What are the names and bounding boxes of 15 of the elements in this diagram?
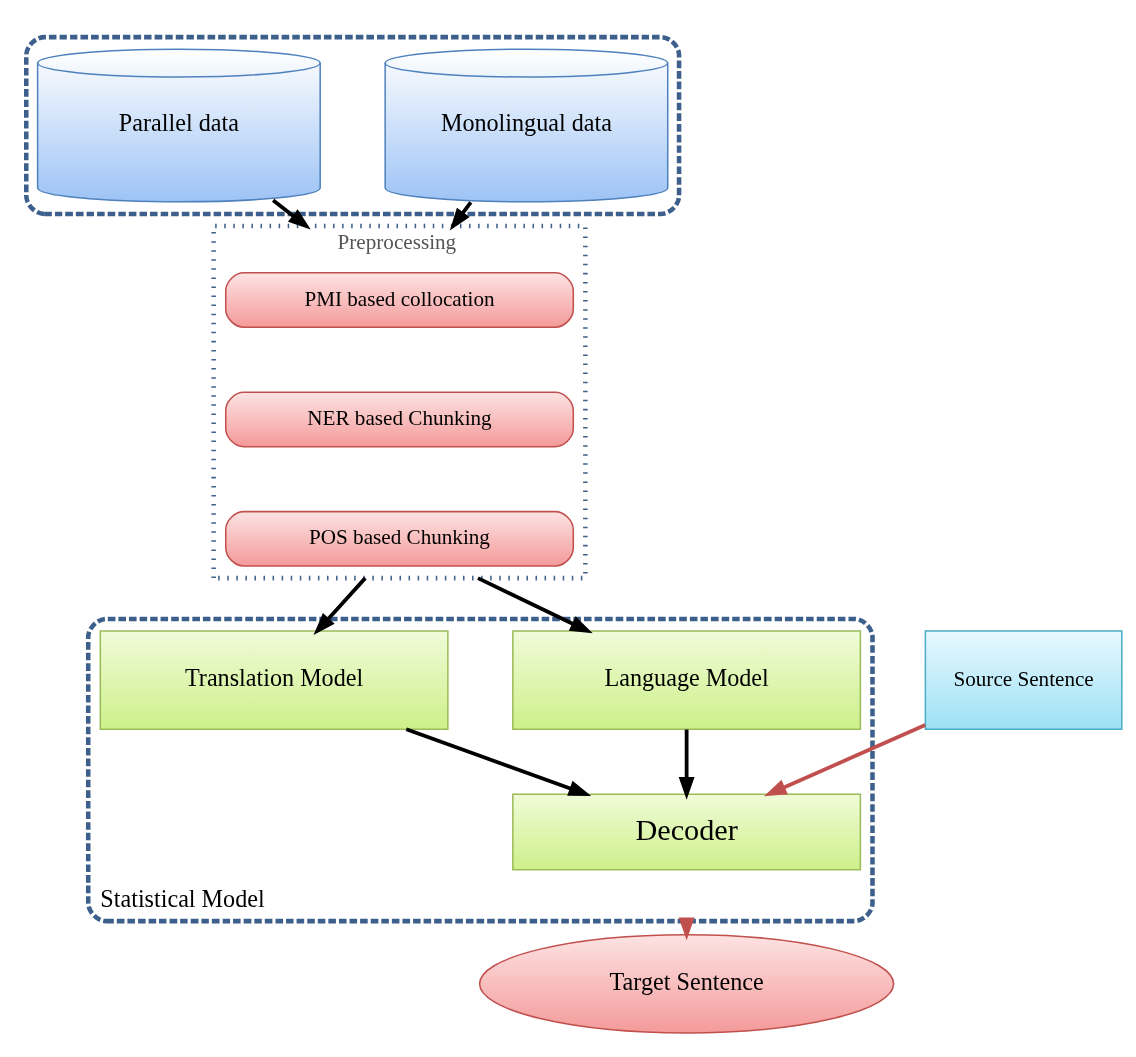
- node-box: POS based Chunking: [224, 510, 575, 567]
- arrow: [678, 729, 695, 800]
- node-ellipse: Target Sentence: [478, 933, 895, 1034]
- arrow: [763, 722, 926, 796]
- node-box: NER based Chunking: [224, 391, 575, 447]
- node-box: Decoder: [512, 792, 862, 870]
- arrow: [477, 575, 593, 633]
- arrow: [449, 200, 473, 231]
- node-box: PMI based collocation: [224, 271, 575, 328]
- node-box: Translation Model: [99, 629, 449, 730]
- arrow: [405, 727, 592, 796]
- node-box: Language Model: [512, 629, 862, 730]
- node-box: Source Sentence: [924, 629, 1123, 730]
- arrow: [271, 198, 311, 230]
- arrow: [313, 576, 367, 635]
